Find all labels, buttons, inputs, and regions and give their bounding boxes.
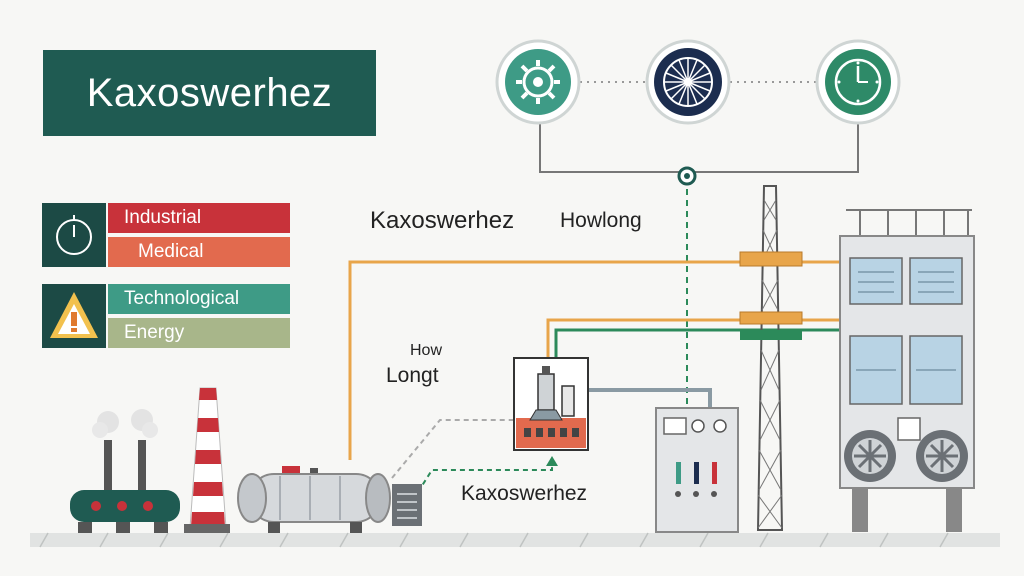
legend-label-industrial: Industrial [124,207,202,228]
storage-tank-illustration [237,466,391,533]
legend-label-technological: Technological [124,288,240,309]
small-factory-illustration [70,409,180,533]
legend-item-medical: Medical [108,237,290,267]
wheel-icon [645,39,731,125]
legend-group-industrial-medical: Industrial Medical [42,203,290,267]
legend-label-energy: Energy [124,322,185,343]
clock-icon [815,39,901,125]
diagram-label-longt: Longt [386,364,439,387]
substation-building-illustration [839,209,975,532]
clock-icon [42,203,106,267]
legend-label-medical: Medical [138,241,204,262]
control-cabinet-illustration [655,407,739,533]
diagram-label-howlong: Howlong [560,209,642,232]
title-banner: Kaxoswerhez [43,50,376,136]
diagram-label-how: How [410,342,443,359]
transmission-tower-illustration [739,185,803,531]
legend-item-industrial: Industrial [108,203,290,233]
legend-group-technological-energy: Technological Energy [42,284,290,348]
chimney-illustration [184,387,230,533]
diagram-label-main: Kaxoswerhez [370,207,515,234]
diagram-label-bottom: Kaxoswerhez [461,482,588,505]
title-text: Kaxoswerhez [86,70,333,115]
legend-item-technological: Technological [108,284,290,314]
gear-icon [495,39,581,125]
legend-item-energy: Energy [108,318,290,348]
small-unit-illustration [392,484,422,526]
warning-triangle-icon [42,284,106,348]
reactor-vessel-illustration [513,357,589,451]
